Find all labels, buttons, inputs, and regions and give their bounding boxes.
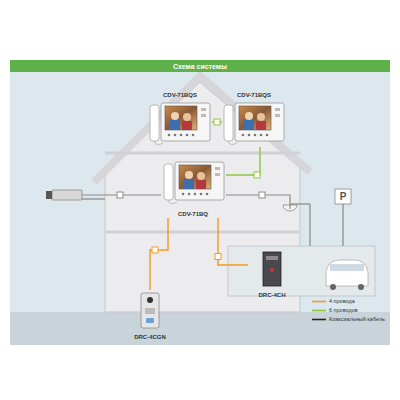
device-node: CDV-71BQ: [160, 160, 226, 218]
door-station-speaker: [145, 308, 155, 314]
monitor-picture: [150, 103, 210, 145]
legend-text: 6 проводов: [329, 307, 385, 313]
legend-line: [312, 301, 326, 303]
switch-panel: [266, 256, 278, 260]
wire-joint: [152, 247, 158, 253]
coax-wire: [226, 195, 290, 209]
door-station-button: [146, 318, 154, 323]
camera-pole: [309, 204, 311, 246]
dome-camera: [283, 204, 310, 246]
device-node: DRC-4CGN: [126, 290, 174, 341]
legend-line: [312, 319, 326, 321]
cable-group: [212, 119, 222, 125]
sign-pole: [342, 204, 344, 246]
title-banner: Схема системы: [10, 60, 390, 72]
car-wheel: [330, 284, 336, 290]
camera-bracket: [82, 198, 105, 200]
camera-lens: [46, 191, 52, 199]
device-node: DRC-4CH: [248, 250, 296, 299]
cable-line: [218, 218, 248, 265]
house-wall: [105, 82, 300, 312]
wire-joint: [254, 172, 260, 178]
door-station-body: [141, 293, 159, 328]
house: [94, 76, 310, 312]
device-node: CDV-71BQS: [222, 92, 286, 147]
model-label: CDV-71BQS: [237, 92, 271, 99]
parking-area: [228, 246, 375, 296]
door-station-lens: [147, 297, 153, 303]
cable-line: [150, 218, 168, 290]
car-window: [330, 264, 364, 271]
device-node: CDV-71BQS: [148, 92, 212, 147]
floor-slab: [105, 152, 300, 155]
legend-row: 6 проводов: [312, 307, 388, 314]
legend-sample: [312, 298, 326, 305]
legend-row: Коаксиальный кабель: [312, 316, 388, 323]
parking: [228, 189, 375, 296]
legend-line: [312, 310, 326, 312]
camera-body: [52, 190, 82, 200]
legend-sample: [312, 316, 326, 323]
legend-text: Коаксиальный кабель: [329, 316, 385, 322]
legend-sample: [312, 307, 326, 314]
parking-sign: [335, 189, 351, 204]
legend-row: 4 провода: [312, 298, 388, 305]
wire-joint: [214, 119, 220, 125]
wire-joint: [215, 254, 221, 260]
model-label: CDV-71BQS: [163, 92, 197, 99]
camera-switch-picture: [263, 252, 281, 286]
door-station-picture: [141, 293, 159, 328]
model-label: CDV-71BQ: [178, 211, 208, 218]
camera-arm: [290, 203, 310, 205]
switch-body: [263, 252, 281, 286]
switch-led: [270, 268, 274, 272]
sign-letter: P: [335, 189, 351, 204]
wire-joint: [117, 192, 123, 198]
floor-slab: [105, 231, 300, 234]
wire-joint: [259, 192, 265, 198]
car: [326, 260, 368, 286]
cable-group: [226, 147, 260, 178]
cable-group: [215, 218, 248, 265]
legend: 4 провода 6 проводовКоаксиальный кабель: [312, 298, 388, 325]
monitor-picture: [224, 103, 284, 145]
legend-text: 4 провода: [329, 298, 385, 304]
model-label: DRC-4CH: [259, 292, 286, 299]
ground-strip: [10, 312, 390, 345]
background-panel: [10, 72, 390, 345]
model-label: DRC-4CGN: [134, 334, 166, 341]
cable-group: [150, 218, 168, 290]
car-wheel: [358, 284, 364, 290]
monitor-picture: [164, 162, 224, 204]
title-text: Схема системы: [173, 63, 227, 70]
cable-line: [226, 147, 260, 175]
